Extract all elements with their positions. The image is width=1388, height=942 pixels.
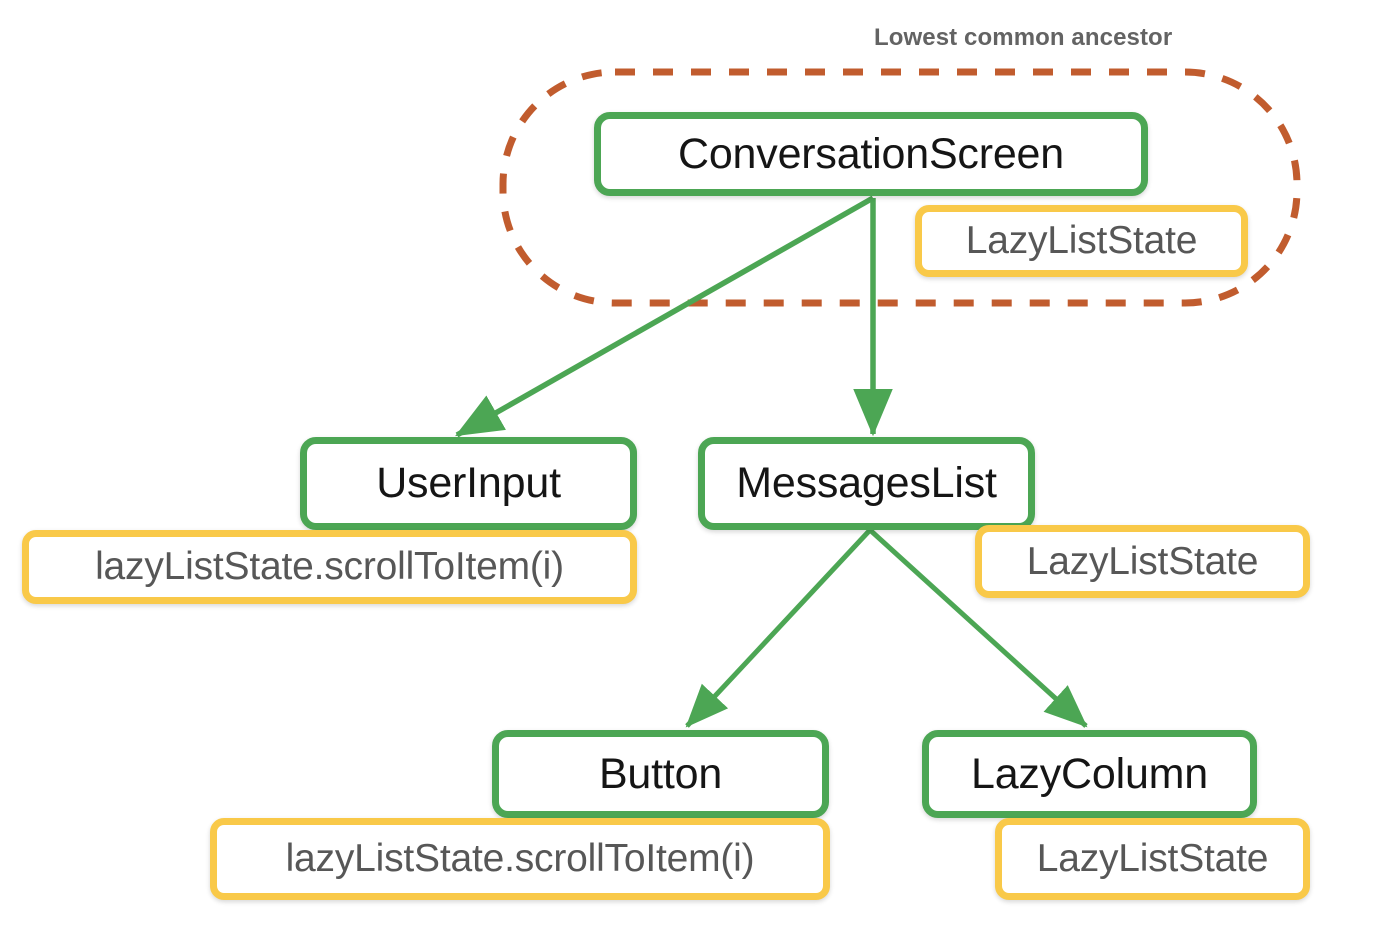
- state-badge-button[interactable]: lazyListState.scrollToItem(i): [210, 818, 830, 900]
- node-button[interactable]: Button: [492, 730, 829, 818]
- node-lazy-column[interactable]: LazyColumn: [922, 730, 1257, 818]
- edge-messageslist-to-button: [685, 528, 872, 728]
- state-badge-lazy-column[interactable]: LazyListState: [995, 818, 1310, 900]
- state-badge-messages-list[interactable]: LazyListState: [975, 525, 1310, 598]
- node-conversation-screen[interactable]: ConversationScreen: [594, 112, 1148, 196]
- state-badge-conversation-screen[interactable]: LazyListState: [915, 205, 1248, 277]
- state-badge-user-input[interactable]: lazyListState.scrollToItem(i): [22, 530, 637, 604]
- edge-messageslist-to-lazycolumn: [868, 528, 1088, 728]
- node-messages-list[interactable]: MessagesList: [698, 437, 1035, 530]
- node-user-input[interactable]: UserInput: [300, 437, 637, 530]
- edge-conversation-to-userinput: [455, 195, 875, 438]
- lowest-common-ancestor-group-outline: [499, 68, 1301, 307]
- lowest-common-ancestor-label: Lowest common ancestor: [874, 24, 1173, 51]
